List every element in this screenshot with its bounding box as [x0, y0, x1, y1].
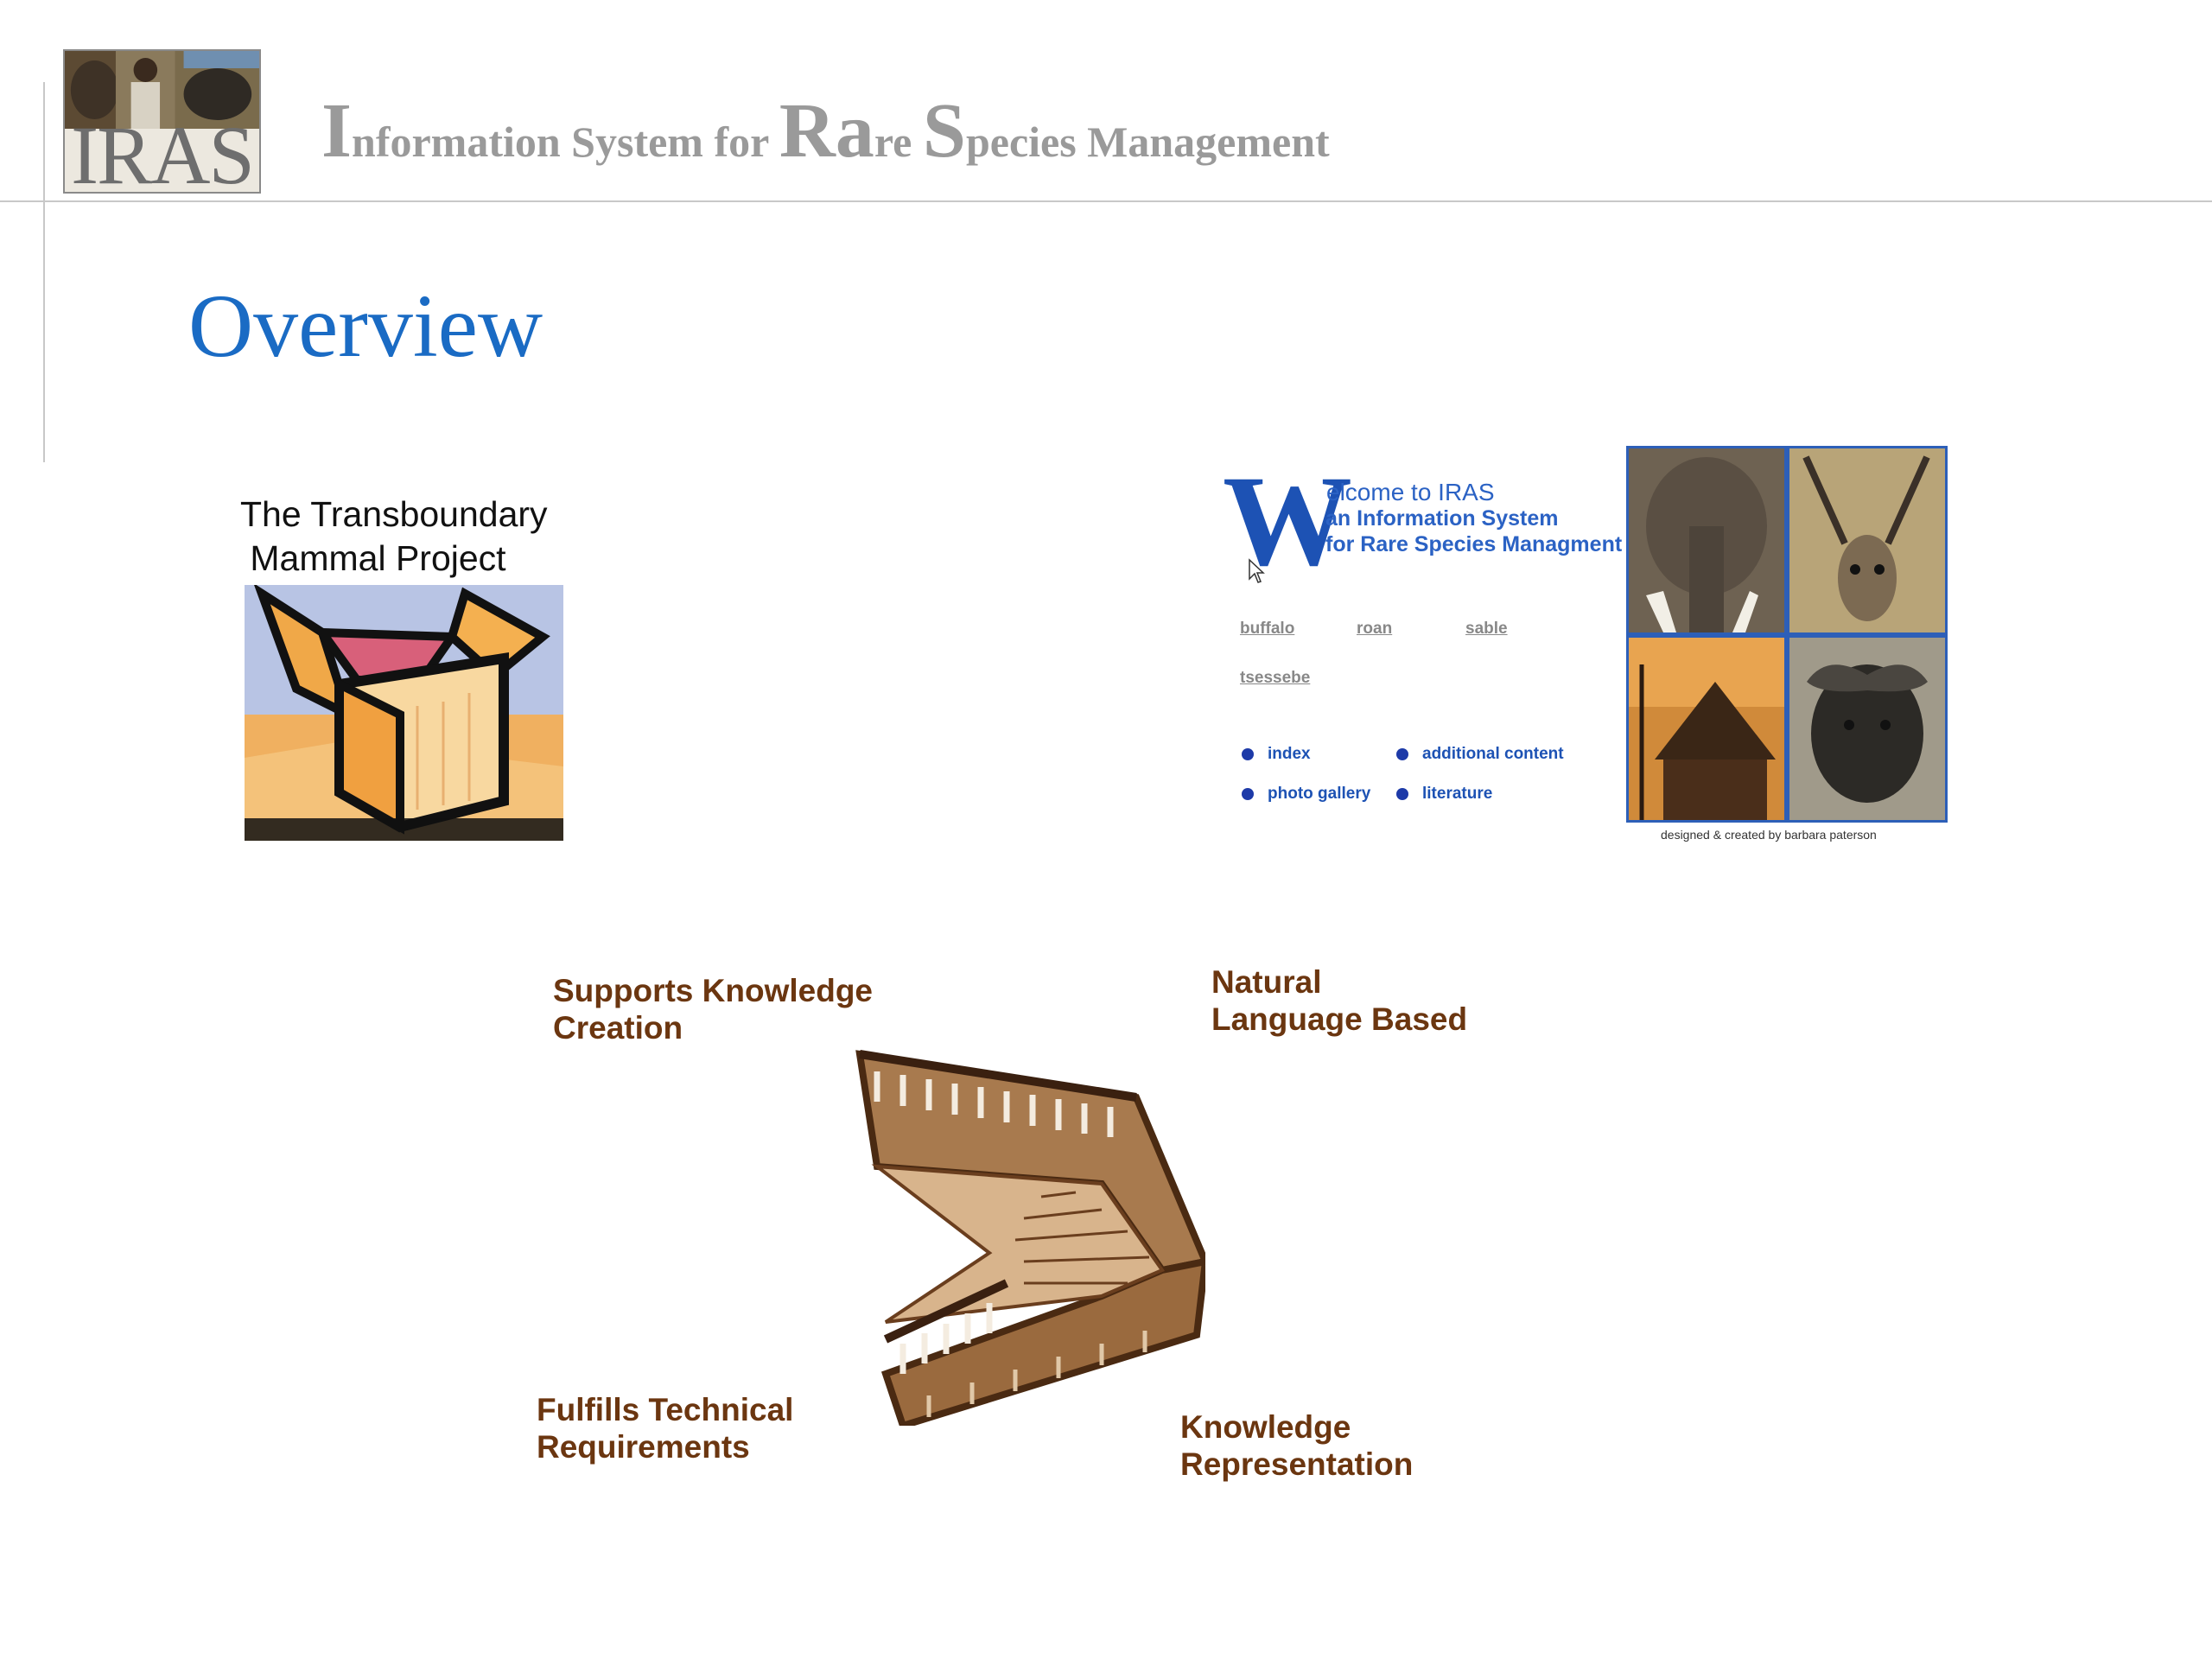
- iras-logo: IRAS: [63, 49, 261, 194]
- welcome-subtitle: an Information System: [1325, 506, 1559, 531]
- nav-additional-content[interactable]: additional content: [1396, 745, 1564, 764]
- species-link-tsessebe[interactable]: tsessebe: [1240, 669, 1311, 687]
- logo-photo-strip: [65, 51, 259, 129]
- nav-index[interactable]: index: [1242, 745, 1311, 764]
- header-divider: [0, 200, 2212, 202]
- header-title-part: pecies Management: [965, 118, 1330, 166]
- header-title-part: Ra: [779, 88, 874, 174]
- nav-literature[interactable]: literature: [1396, 785, 1492, 804]
- open-box-illustration: [245, 585, 563, 841]
- species-link-roan[interactable]: roan: [1357, 620, 1393, 638]
- site-credit: designed & created by barbara paterson: [1661, 828, 1877, 842]
- header-title-part: I: [321, 88, 353, 174]
- side-divider: [43, 82, 45, 462]
- page-title: Overview: [188, 276, 543, 376]
- header-title-part: nformation System for: [352, 118, 779, 166]
- label-knowledge-representation: Knowledge Representation: [1180, 1409, 1414, 1482]
- nav-bullet-icon: [1396, 747, 1408, 760]
- welcome-subtitle: for Rare Species Managment: [1325, 532, 1623, 556]
- header-title-part: re: [874, 118, 923, 166]
- nav-bullet-icon: [1396, 787, 1408, 800]
- welcome-w-letter: W: [1223, 449, 1352, 593]
- species-link-sable[interactable]: sable: [1465, 620, 1508, 638]
- label-natural-language-based: Natural Language Based: [1211, 964, 1468, 1037]
- logo-text: IRAS: [71, 109, 255, 194]
- mouse-cursor-icon: [1249, 558, 1265, 583]
- iras-website-screenshot: W elcome to IRAS an Information System f…: [1210, 441, 1961, 847]
- header-title: Information System for Rare Species Mana…: [321, 86, 1330, 175]
- label-supports-knowledge-creation: Supports Knowledge Creation: [553, 973, 873, 1046]
- nav-label: additional content: [1422, 745, 1564, 763]
- nav-label: literature: [1422, 785, 1493, 803]
- nav-label: photo gallery: [1268, 785, 1371, 803]
- species-link-buffalo[interactable]: buffalo: [1240, 620, 1295, 638]
- nav-photo-gallery[interactable]: photo gallery: [1242, 785, 1370, 804]
- nav-label: index: [1268, 745, 1311, 763]
- welcome-heading: elcome to IRAS: [1326, 479, 1495, 505]
- label-fulfills-technical-requirements: Fulfills Technical Requirements: [537, 1392, 794, 1465]
- animal-photo-grid: [1626, 446, 1948, 823]
- transboundary-caption: The Transboundary Mammal Project: [240, 494, 548, 578]
- header-title-part: S: [922, 88, 966, 174]
- staircase-illustration: [855, 1050, 1205, 1426]
- nav-bullet-icon: [1242, 747, 1254, 760]
- nav-bullet-icon: [1242, 787, 1254, 800]
